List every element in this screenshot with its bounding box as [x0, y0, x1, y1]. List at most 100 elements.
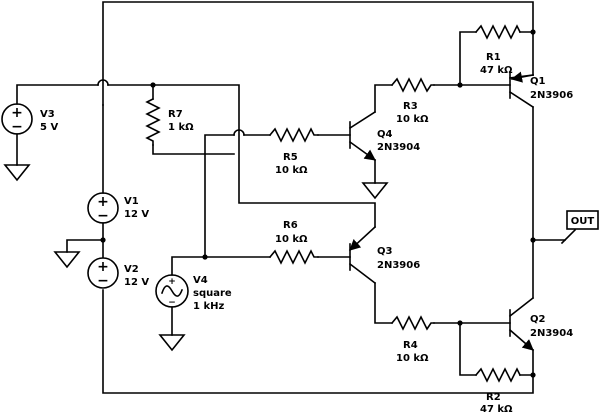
- transistor-q4: Q4 2N3904: [348, 110, 420, 162]
- q1-name-label: Q1: [530, 76, 546, 87]
- crossover-hop-right: [233, 129, 245, 136]
- q4-name-label: Q4: [377, 129, 393, 140]
- minus-symbol: −: [11, 119, 23, 135]
- transistor-q3: Q3 2N3906: [348, 225, 420, 285]
- v4-to-r6-wire: [171, 256, 271, 276]
- resistor-icon: [268, 249, 319, 265]
- collector-lead: [348, 262, 377, 285]
- junction-dot: [530, 29, 536, 35]
- junction-dot: [530, 372, 536, 378]
- emitter-arrow-icon: [348, 225, 377, 252]
- r3-name-label: R3: [403, 101, 418, 112]
- minus-symbol: −: [97, 273, 109, 289]
- resistor-r7: R7 1 kΩ: [145, 97, 194, 146]
- emitter-arrow-icon: [508, 328, 535, 352]
- output-label: OUT: [571, 216, 595, 227]
- r2-name-label: R2: [486, 392, 501, 403]
- resistor-r4: R4 10 kΩ: [390, 315, 435, 364]
- resistor-icon: [268, 127, 319, 143]
- r4-value-label: 10 kΩ: [396, 353, 429, 364]
- q2-name-label: Q2: [530, 314, 546, 325]
- grounds: [3, 164, 389, 352]
- junction-dot: [150, 82, 156, 88]
- r5-value-label: 10 kΩ: [275, 165, 308, 176]
- v3-value-label: 5 V: [40, 122, 58, 133]
- v4-frequency-label: 1 kHz: [193, 301, 224, 312]
- collector-lead: [508, 90, 535, 109]
- junction-dot: [100, 237, 106, 243]
- resistor-icon: [474, 24, 522, 40]
- collector-lead: [508, 296, 535, 318]
- v4-waveform-label: square: [193, 288, 232, 299]
- ground-icon: [53, 251, 81, 269]
- minus-symbol: −: [97, 208, 109, 224]
- minus-symbol: −: [168, 298, 176, 308]
- q4-collector-wire: [374, 84, 393, 113]
- v1-value-label: 12 V: [124, 209, 149, 220]
- battery-icon: [87, 192, 119, 224]
- battery-icon: [1, 103, 33, 135]
- emitter-arrow-icon: [348, 140, 377, 162]
- r7-wire: [152, 84, 235, 155]
- battery-icon: [87, 257, 119, 289]
- midpoint-ground-wire: [66, 239, 104, 253]
- wires: [16, 1, 566, 394]
- emitter-arrow-icon: [510, 71, 534, 83]
- q2-part-label: 2N3904: [530, 328, 573, 339]
- q3-collector-wire: [374, 282, 393, 324]
- q3-name-label: Q3: [377, 246, 393, 257]
- ground-icon: [3, 164, 31, 182]
- ground-icon: [158, 334, 186, 352]
- v1-name-label: V1: [124, 196, 139, 207]
- source-v4: + − V4 square 1 kHz: [155, 274, 232, 312]
- drive-node-wire: [204, 134, 235, 258]
- plus-symbol: +: [97, 259, 109, 275]
- v2-value-label: 12 V: [124, 277, 149, 288]
- output-connector-slash: [560, 228, 577, 245]
- source-v1: + − V1 12 V: [87, 192, 149, 224]
- v3-name-label: V3: [40, 109, 55, 120]
- r1-value-label: 47 kΩ: [480, 65, 513, 76]
- resistor-r2: R2 47 kΩ: [474, 367, 522, 414]
- transistor-q1: Q1 2N3906: [508, 71, 573, 109]
- v3-plus-wire: [16, 84, 376, 228]
- source-v3: + − V3 5 V: [1, 103, 58, 135]
- transistor-q2: Q2 2N3904: [508, 296, 573, 352]
- r7-name-label: R7: [168, 109, 183, 120]
- collector-lead: [348, 110, 377, 130]
- r4-name-label: R4: [403, 340, 418, 351]
- resistor-r1: R1 47 kΩ: [474, 24, 522, 76]
- resistor-r6: R6 10 kΩ: [268, 220, 319, 265]
- r6-name-label: R6: [283, 220, 298, 231]
- junctions: [100, 29, 536, 378]
- crossover-hop-left: [97, 79, 109, 86]
- q4-part-label: 2N3904: [377, 142, 420, 153]
- output-flag-box: [566, 210, 599, 230]
- r7-value-label: 1 kΩ: [168, 122, 194, 133]
- r2-value-label: 47 kΩ: [480, 404, 513, 414]
- resistor-icon: [145, 97, 161, 146]
- resistor-r3: R3 10 kΩ: [390, 77, 435, 125]
- junction-dot: [202, 254, 208, 260]
- junction-dot: [530, 237, 536, 243]
- r1-name-label: R1: [486, 52, 501, 63]
- r6-value-label: 10 kΩ: [275, 234, 308, 245]
- r5-name-label: R5: [283, 152, 298, 163]
- junction-dot: [457, 82, 463, 88]
- v2-name-label: V2: [124, 264, 139, 275]
- plus-symbol: +: [11, 105, 23, 121]
- output-flag: OUT: [560, 210, 599, 245]
- bottom-rail-wire: [102, 289, 534, 394]
- resistor-r5: R5 10 kΩ: [268, 127, 319, 176]
- top-rail-wire: [102, 1, 534, 106]
- r3-value-label: 10 kΩ: [396, 114, 429, 125]
- q1-part-label: 2N3906: [530, 90, 573, 101]
- plus-symbol: +: [168, 277, 176, 287]
- q3-part-label: 2N3906: [377, 260, 420, 271]
- signal-source-icon: [155, 274, 189, 308]
- resistor-icon: [390, 77, 435, 93]
- plus-symbol: +: [97, 194, 109, 210]
- resistor-icon: [474, 367, 522, 383]
- sine-wave-icon: [160, 285, 184, 297]
